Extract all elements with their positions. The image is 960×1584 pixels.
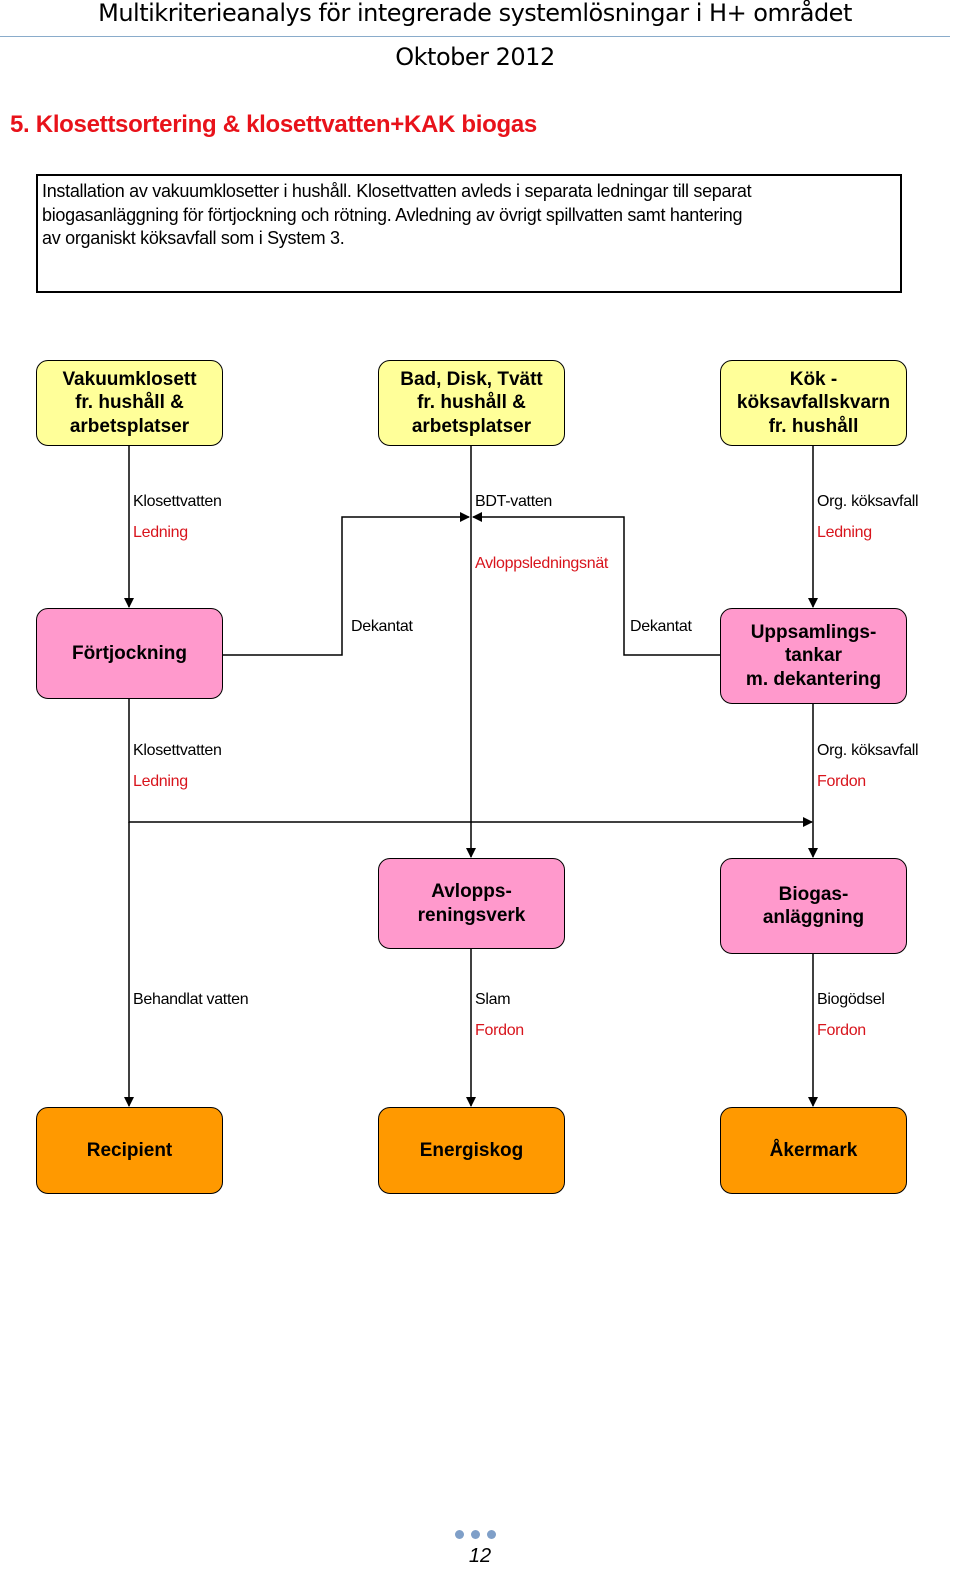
node-akermark: Åkermark: [720, 1107, 907, 1194]
node-label: Kök -: [789, 368, 838, 390]
node-label: Energiskog: [419, 1139, 524, 1161]
node-label: Avlopps-: [431, 881, 512, 902]
edge-flow-label: Klosettvatten: [133, 742, 222, 759]
node-label: anläggning: [762, 907, 865, 928]
edge-flow-label: Dekantat: [351, 618, 413, 635]
node-label: fr. hushåll: [768, 415, 859, 437]
header-title: Multikriterieanalys för integrerade syst…: [98, 0, 852, 27]
edge-mode-label: Fordon: [817, 773, 866, 790]
node-label: Recipient: [86, 1139, 173, 1161]
node-label: Förtjockning: [71, 642, 188, 664]
node-label: arbetsplatser: [69, 415, 190, 437]
edge-mode-label: Ledning: [817, 524, 872, 541]
edge-mode-label: Ledning: [133, 524, 188, 541]
section-heading: 5. Klosettsortering & klosettvatten+KAK …: [10, 111, 537, 138]
footer-dot: [487, 1530, 496, 1539]
edge-flow-label: Org. köksavfall: [817, 742, 919, 759]
header-rule: [0, 36, 950, 37]
node-label: Uppsamlings-: [750, 621, 877, 643]
description-line: Installation av vakuumklosetter i hushål…: [42, 181, 752, 201]
edge-flow-label: Dekantat: [630, 618, 692, 635]
page-number: 12: [468, 1545, 492, 1567]
connector: [472, 512, 720, 656]
edge-flow-label: Slam: [475, 991, 511, 1008]
edge-mode-label: Avloppsledningsnät: [475, 555, 609, 572]
node-label: tankar: [784, 645, 843, 667]
node-label: arbetsplatser: [411, 415, 532, 437]
edge-flow-label: Klosettvatten: [133, 493, 222, 510]
node-energiskog: Energiskog: [378, 1107, 565, 1194]
node-label: m. dekantering: [745, 668, 882, 690]
edge-mode-label: Fordon: [475, 1022, 524, 1039]
edge-mode-label: Ledning: [133, 773, 188, 790]
node-label: Bad, Disk, Tvätt: [400, 368, 543, 390]
description-box: Installation av vakuumklosetter i hushål…: [36, 174, 902, 293]
node-avloppsreningsverk: Avlopps-reningsverk: [378, 858, 565, 949]
node-label: fr. hushåll &: [75, 392, 184, 414]
node-recipient: Recipient: [36, 1107, 223, 1194]
node-label: reningsverk: [417, 904, 526, 926]
node-fortjockning: Förtjockning: [36, 608, 223, 699]
footer-dot: [455, 1530, 464, 1539]
node-biogasanlaggning: Biogas-anläggning: [720, 858, 907, 954]
connector: [222, 512, 470, 656]
edge-flow-label: Biogödsel: [817, 991, 885, 1008]
edge-mode-label: Fordon: [817, 1022, 866, 1039]
description-line: av organiskt köksavfall som i System 3.: [42, 228, 345, 248]
node-label: Vakuumklosett: [62, 368, 197, 390]
header-date: Oktober 2012: [395, 43, 555, 71]
edge-flow-label: Behandlat vatten: [133, 991, 249, 1008]
edge-flow-label: Org. köksavfall: [817, 493, 919, 510]
node-label: köksavfallskvarn: [736, 392, 891, 414]
node-label: fr. hushåll &: [417, 392, 526, 414]
description-line: biogasanläggning för förtjockning och rö…: [42, 204, 743, 225]
node-label: Åkermark: [769, 1139, 858, 1161]
footer-dot: [471, 1530, 480, 1539]
edge-flow-label: BDT-vatten: [475, 493, 553, 510]
node-label: Biogas-: [778, 883, 849, 905]
